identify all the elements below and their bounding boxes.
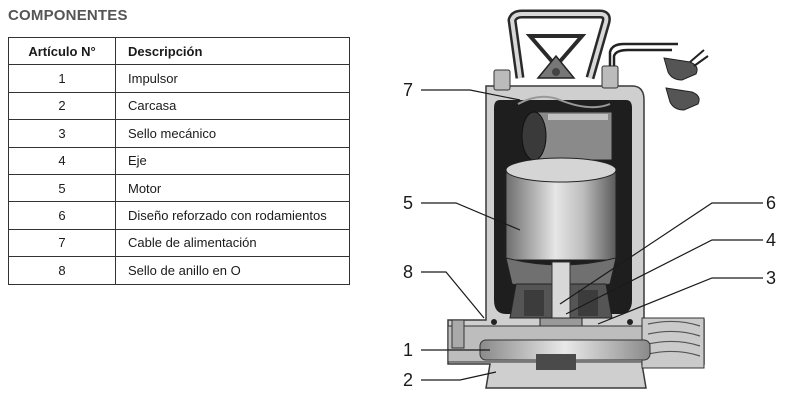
callout-number-5: 5 [403, 193, 413, 213]
leader-4 [565, 239, 763, 315]
item-description: Impulsor [115, 64, 350, 93]
callout-number-6: 6 [766, 193, 776, 213]
carry-handle [507, 9, 611, 80]
callout-number-2: 2 [403, 370, 413, 390]
section-title: COMPONENTES [8, 7, 128, 24]
leader-6 [559, 202, 763, 305]
bolt [451, 319, 465, 349]
inlet [536, 354, 576, 370]
column-header-description: Descripción [115, 36, 350, 66]
leader-2 [421, 371, 497, 381]
item-number: 8 [8, 256, 116, 285]
callout-number-1: 1 [403, 340, 413, 360]
item-number: 2 [8, 91, 116, 121]
item-number: 1 [8, 64, 116, 93]
leader-5 [421, 202, 521, 231]
callout-number-4: 4 [766, 230, 776, 250]
power-cable [517, 42, 678, 109]
o-ring [627, 319, 633, 325]
cable-gland-right [601, 65, 619, 89]
table-header-row: Artículo N° Descripción [8, 36, 350, 66]
item-number: 3 [8, 119, 116, 148]
item-description: Sello de anillo en O [115, 256, 350, 285]
motor [505, 157, 617, 291]
callout-number-7: 7 [403, 80, 413, 100]
plug-icon [663, 49, 709, 111]
cable-gland-left [493, 69, 511, 91]
capacitor-box [521, 111, 613, 161]
item-number: 6 [8, 201, 116, 230]
item-number: 5 [8, 173, 116, 203]
leader-7 [421, 89, 521, 101]
item-description: Eje [115, 146, 350, 175]
callout-number-8: 8 [403, 262, 413, 282]
item-number: 7 [8, 228, 116, 258]
callout-number-3: 3 [766, 268, 776, 288]
callout-leaders [421, 89, 763, 381]
item-description: Carcasa [115, 91, 350, 121]
column-header-item-number: Artículo N° [8, 36, 116, 66]
leader-8 [421, 271, 485, 319]
leader-3 [597, 277, 763, 325]
o-ring [491, 319, 497, 325]
item-description: Sello mecánico [115, 119, 350, 148]
